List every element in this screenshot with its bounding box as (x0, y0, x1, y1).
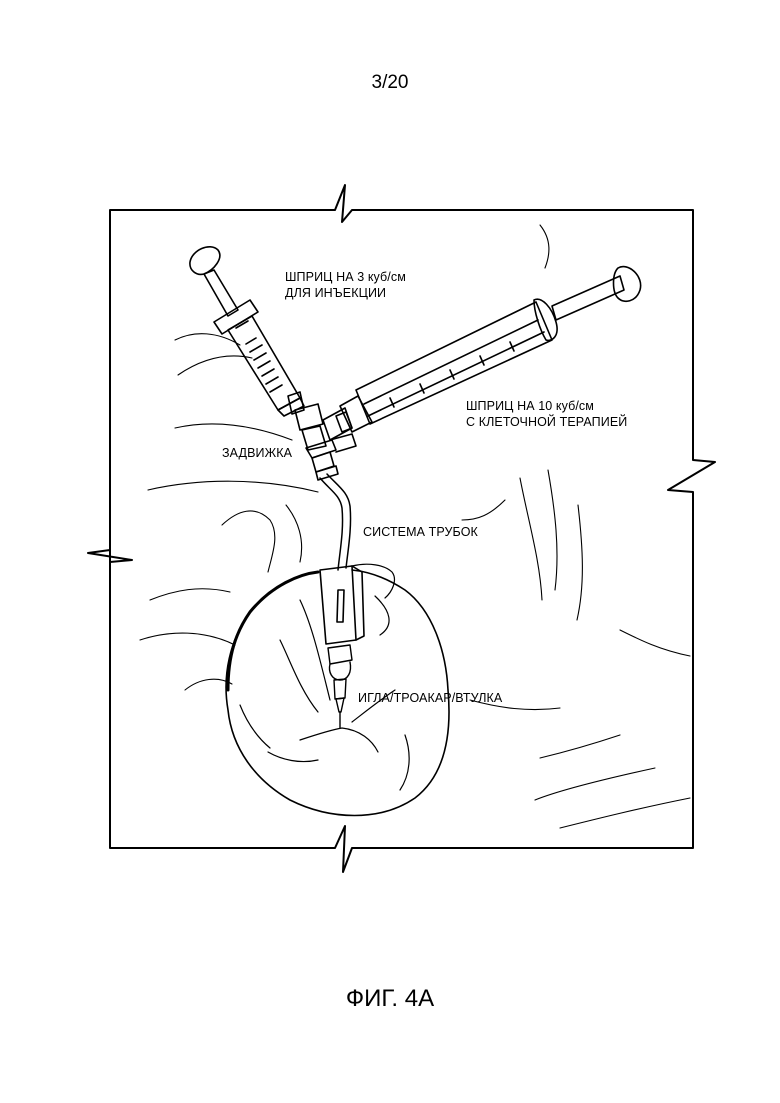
tubing-system-label: СИСТЕМА ТРУБОК (363, 524, 478, 540)
syringe-3cc-label-line1: ШПРИЦ НА 3 куб/см (285, 269, 406, 285)
syringe-3cc-label-line2: ДЛЯ ИНЪЕКЦИИ (285, 285, 406, 301)
syringe-10cc-label: ШПРИЦ НА 10 куб/см С КЛЕТОЧНОЙ ТЕРАПИЕЙ (466, 398, 627, 430)
stopcock-valve (288, 392, 356, 480)
syringe-10cc-label-line2: С КЛЕТОЧНОЙ ТЕРАПИЕЙ (466, 414, 627, 430)
syringe-10cc-label-line1: ШПРИЦ НА 10 куб/см (466, 398, 627, 414)
figure-caption: ФИГ. 4А (0, 985, 780, 1013)
needle-holder (320, 566, 364, 644)
tubing (320, 474, 351, 570)
needle-trocar (328, 645, 352, 728)
needle-trocar-cannula-label: ИГЛА/ТРОАКАР/ВТУЛКА (358, 690, 502, 706)
valve-label: ЗАДВИЖКА (222, 445, 292, 461)
syringe-3cc-label: ШПРИЦ НА 3 куб/см ДЛЯ ИНЪЕКЦИИ (285, 269, 406, 301)
